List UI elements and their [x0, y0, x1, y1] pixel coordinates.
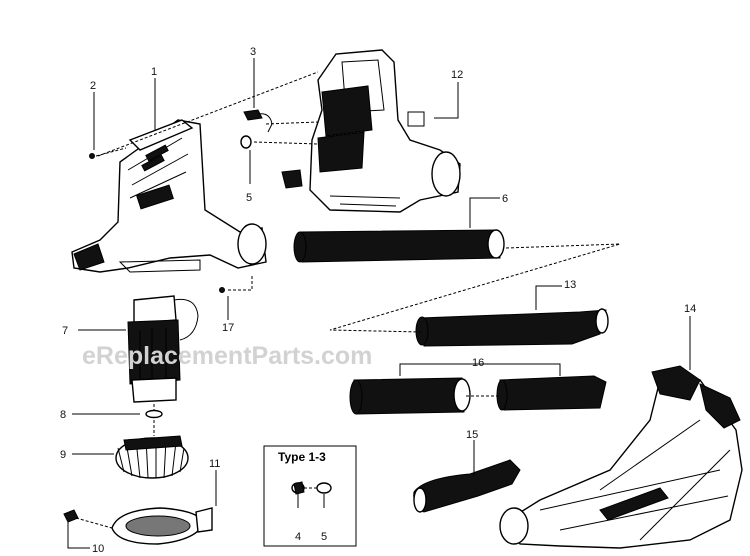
callout-13: 13 [564, 279, 576, 291]
callout-9: 9 [60, 449, 66, 461]
inset-title: Type 1-3 [278, 450, 326, 464]
part-17-screw [219, 287, 225, 293]
callouts: 1 2 3 5 12 6 7 17 13 14 16 8 9 15 11 10 [60, 46, 696, 555]
inset-label-4: 4 [295, 531, 301, 543]
part-11-fan-cover [111, 507, 213, 545]
leader-lines [67, 58, 691, 549]
part-7-motor [127, 295, 199, 403]
part-10-screw [63, 509, 113, 529]
part-6-blower-tube [293, 229, 505, 263]
part-2-screw [89, 153, 95, 159]
callout-5: 5 [246, 192, 252, 204]
callout-14: 14 [684, 303, 696, 315]
part-8-washer [145, 409, 163, 419]
callout-3: 3 [250, 46, 256, 58]
callout-12: 12 [451, 69, 463, 81]
part-5-bracket [240, 135, 252, 149]
callout-7: 7 [62, 325, 68, 337]
callout-1: 1 [151, 66, 157, 78]
part-15-hose [413, 459, 521, 513]
part-16-tube-b [496, 375, 607, 411]
callout-17: 17 [222, 322, 234, 334]
part-14-collection-bag [499, 365, 743, 549]
part-1-lower-housing [71, 119, 267, 273]
callout-16: 16 [472, 357, 484, 369]
callout-6: 6 [502, 193, 508, 205]
callout-11: 11 [209, 458, 220, 470]
part-13-vacuum-tube [415, 308, 609, 347]
part-16-tube-a [349, 377, 471, 415]
callout-15: 15 [466, 429, 478, 441]
part-9-fan [115, 435, 189, 479]
part-12-upper-housing [281, 49, 461, 213]
callout-10: 10 [92, 543, 104, 555]
inset-type-1-3: Type 1-3 4 5 [263, 445, 357, 547]
inset-label-5: 5 [321, 531, 327, 543]
part-3-switch [243, 109, 273, 133]
callout-8: 8 [60, 409, 66, 421]
watermark: eReplacementParts.com [82, 342, 372, 370]
callout-2: 2 [90, 80, 96, 92]
